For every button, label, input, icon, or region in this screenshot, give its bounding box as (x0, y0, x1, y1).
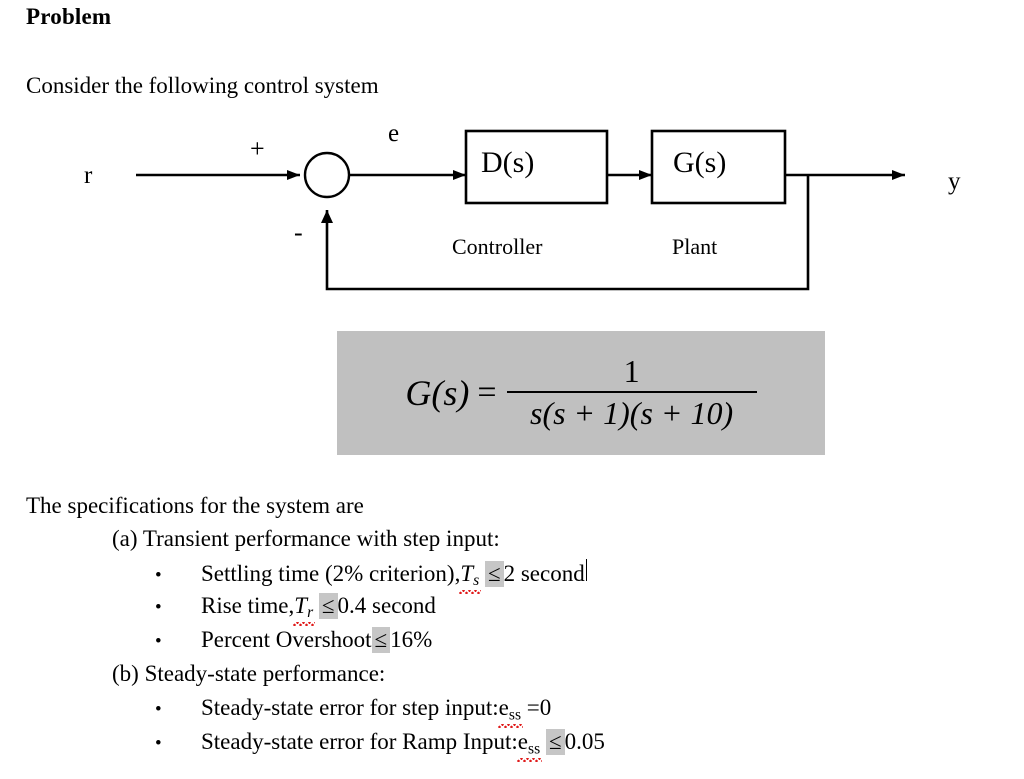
text-cursor (585, 559, 587, 581)
spec-symbol-subscript: ss (528, 740, 541, 758)
spec-section-a-heading: (a) Transient performance with step inpu… (112, 526, 500, 551)
spec-relation: = (526, 695, 540, 720)
equation-numerator: 1 (623, 353, 640, 390)
spec-relation-highlighted: ≤ (545, 729, 565, 755)
spec-text-prefix: Steady-state error for Ramp Input: (201, 729, 518, 754)
spec-item-percent-overshoot: • Percent Overshoot ≤ 16% (155, 627, 432, 653)
spec-relation-highlighted: ≤ (371, 627, 391, 653)
denominator-factors: (s + 1)(s + 10) (542, 395, 734, 431)
spec-symbol: e (498, 695, 509, 720)
block-diagram-svg (136, 129, 905, 291)
fraction-bar (506, 391, 757, 393)
feedback-path-line (321, 175, 810, 291)
equation-equals: = (477, 374, 497, 411)
spec-value: 2 second (503, 561, 585, 586)
bullet-icon: • (155, 631, 162, 652)
page-title: Problem (26, 4, 112, 29)
output-label-y: y (948, 168, 961, 195)
bullet-icon: • (155, 565, 162, 586)
spec-symbol-misspelled: Tr (293, 593, 316, 627)
control-system-block-diagram: r y e + - D(s) G(s) Controller Plant (0, 110, 1024, 310)
spec-relation-highlighted: ≤ (318, 593, 338, 619)
minus-sign-label: - (294, 218, 303, 247)
summing-junction (303, 151, 351, 199)
equation-lhs: G(s) (405, 373, 470, 413)
spec-symbol-subscript: s (473, 572, 480, 590)
spec-symbol: T (294, 593, 308, 618)
spec-item-rise-time: • Rise time, Tr ≤ 0.4 second (155, 593, 436, 627)
spec-symbol-misspelled: ess (497, 695, 524, 729)
spec-section-b-heading: (b) Steady-state performance: (112, 661, 386, 686)
bullet-icon: • (155, 699, 162, 720)
controller-caption: Controller (452, 234, 543, 259)
spec-value: 0 (539, 695, 552, 720)
spec-symbol-misspelled: Ts (459, 561, 482, 595)
spec-value: 0.4 second (337, 593, 436, 618)
spec-value: 16% (390, 627, 433, 652)
spec-text-prefix: Settling time (2% criterion), (201, 561, 461, 586)
spec-value: 0.05 (564, 729, 605, 754)
spec-symbol: e (517, 729, 529, 754)
input-label-r: r (84, 162, 93, 189)
controller-block-label: D(s) (481, 146, 535, 179)
spec-symbol-subscript: r (307, 604, 314, 622)
plant-transfer-function-equation: G(s) = 1 s(s + 1)(s + 10) (337, 331, 825, 455)
spec-item-ess-ramp: • Steady-state error for Ramp Input: ess… (155, 729, 605, 763)
spec-text-prefix: Percent Overshoot (201, 627, 372, 652)
spec-text-prefix: Steady-state error for step input: (201, 695, 499, 720)
equation-fraction: 1 s(s + 1)(s + 10) (506, 353, 757, 431)
intro-paragraph: Consider the following control system (26, 73, 379, 98)
spec-text-prefix: Rise time, (201, 593, 295, 618)
spec-symbol: T (460, 561, 474, 586)
error-label-e: e (388, 120, 400, 147)
specifications-intro: The specifications for the system are (26, 493, 364, 518)
spec-relation-highlighted: ≤ (484, 561, 504, 587)
plant-caption: Plant (672, 234, 718, 259)
equation-denominator: s(s + 1)(s + 10) (530, 393, 733, 431)
spec-item-settling-time: • Settling time (2% criterion), Ts ≤ 2 s… (155, 559, 587, 595)
spec-symbol-subscript: ss (508, 706, 522, 724)
bullet-icon: • (155, 597, 162, 618)
plus-sign-label: + (250, 134, 265, 163)
denominator-s: s (529, 395, 543, 431)
spec-symbol-misspelled: ess (516, 729, 543, 763)
controller-block-rect (464, 129, 609, 205)
bullet-icon: • (155, 733, 162, 754)
plant-block-rect (650, 129, 787, 205)
spec-item-ess-step: • Steady-state error for step input: ess… (155, 695, 552, 729)
plant-block-label: G(s) (673, 146, 727, 179)
